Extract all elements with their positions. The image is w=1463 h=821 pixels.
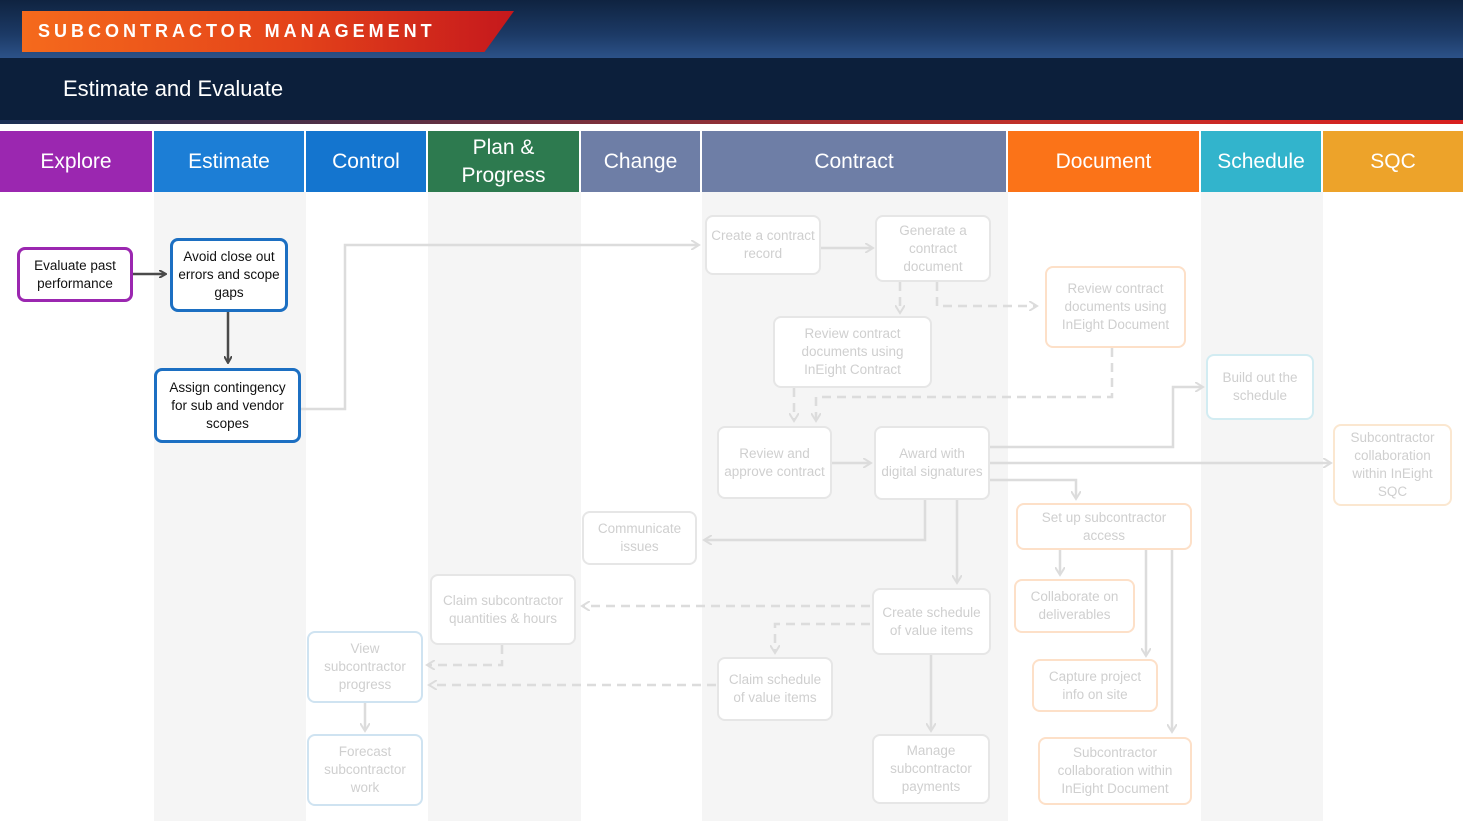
node-forecast-subcontractor-work[interactable]: Forecast subcontractor work [307, 734, 423, 806]
subtitle-bar: Estimate and Evaluate [0, 58, 1463, 120]
node-setup-subcontractor-access[interactable]: Set up subcontractor access [1016, 503, 1192, 550]
node-build-out-schedule[interactable]: Build out the schedule [1206, 354, 1314, 420]
node-avoid-close-out-errors[interactable]: Avoid close out errors and scope gaps [170, 238, 288, 312]
tab-plan-progress[interactable]: Plan & Progress [428, 131, 581, 192]
tab-contract[interactable]: Contract [702, 131, 1008, 192]
node-capture-project-info[interactable]: Capture project info on site [1032, 659, 1158, 712]
node-review-docs-ineight-document[interactable]: Review contract documents using InEight … [1045, 266, 1186, 348]
node-claim-schedule-value-items[interactable]: Claim schedule of value items [717, 657, 833, 721]
node-review-approve-contract[interactable]: Review and approve contract [717, 426, 832, 499]
banner-title: SUBCONTRACTOR MANAGEMENT [38, 21, 436, 41]
node-communicate-issues[interactable]: Communicate issues [582, 511, 697, 565]
node-assign-contingency[interactable]: Assign contingency for sub and vendor sc… [154, 368, 301, 443]
tab-sqc[interactable]: SQC [1323, 131, 1463, 192]
tab-schedule[interactable]: Schedule [1201, 131, 1323, 192]
node-view-subcontractor-progress[interactable]: View subcontractor progress [307, 631, 423, 703]
top-header-bar: SUBCONTRACTOR MANAGEMENT [0, 0, 1463, 58]
tab-explore[interactable]: Explore [0, 131, 154, 192]
node-create-contract-record[interactable]: Create a contract record [705, 215, 821, 275]
tab-document[interactable]: Document [1008, 131, 1201, 192]
node-review-docs-ineight-contract[interactable]: Review contract documents using InEight … [773, 316, 932, 388]
node-claim-quantities-hours[interactable]: Claim subcontractor quantities & hours [430, 574, 576, 645]
node-generate-contract-document[interactable]: Generate a contract document [875, 215, 991, 282]
tab-change[interactable]: Change [581, 131, 702, 192]
node-subcontractor-collab-sqc[interactable]: Subcontractor collaboration within InEig… [1333, 424, 1452, 506]
column-schedule-bg [1201, 192, 1323, 821]
tab-estimate[interactable]: Estimate [154, 131, 306, 192]
header-divider [0, 120, 1463, 124]
phase-tabs: Explore Estimate Control Plan & Progress… [0, 131, 1463, 192]
section-banner: SUBCONTRACTOR MANAGEMENT [22, 11, 514, 52]
node-subcontractor-collab-document[interactable]: Subcontractor collaboration within InEig… [1038, 737, 1192, 805]
arrow-assign-to-create-record [301, 245, 698, 411]
column-plan-progress-bg [428, 192, 581, 821]
node-create-schedule-value-items[interactable]: Create schedule of value items [872, 588, 991, 655]
node-award-digital-signatures[interactable]: Award with digital signatures [874, 426, 990, 500]
page-subtitle: Estimate and Evaluate [63, 76, 284, 101]
node-manage-subcontractor-payments[interactable]: Manage subcontractor payments [872, 734, 990, 804]
node-collaborate-deliverables[interactable]: Collaborate on deliverables [1014, 579, 1135, 633]
tab-control[interactable]: Control [306, 131, 428, 192]
node-evaluate-past-performance[interactable]: Evaluate past performance [17, 247, 133, 302]
